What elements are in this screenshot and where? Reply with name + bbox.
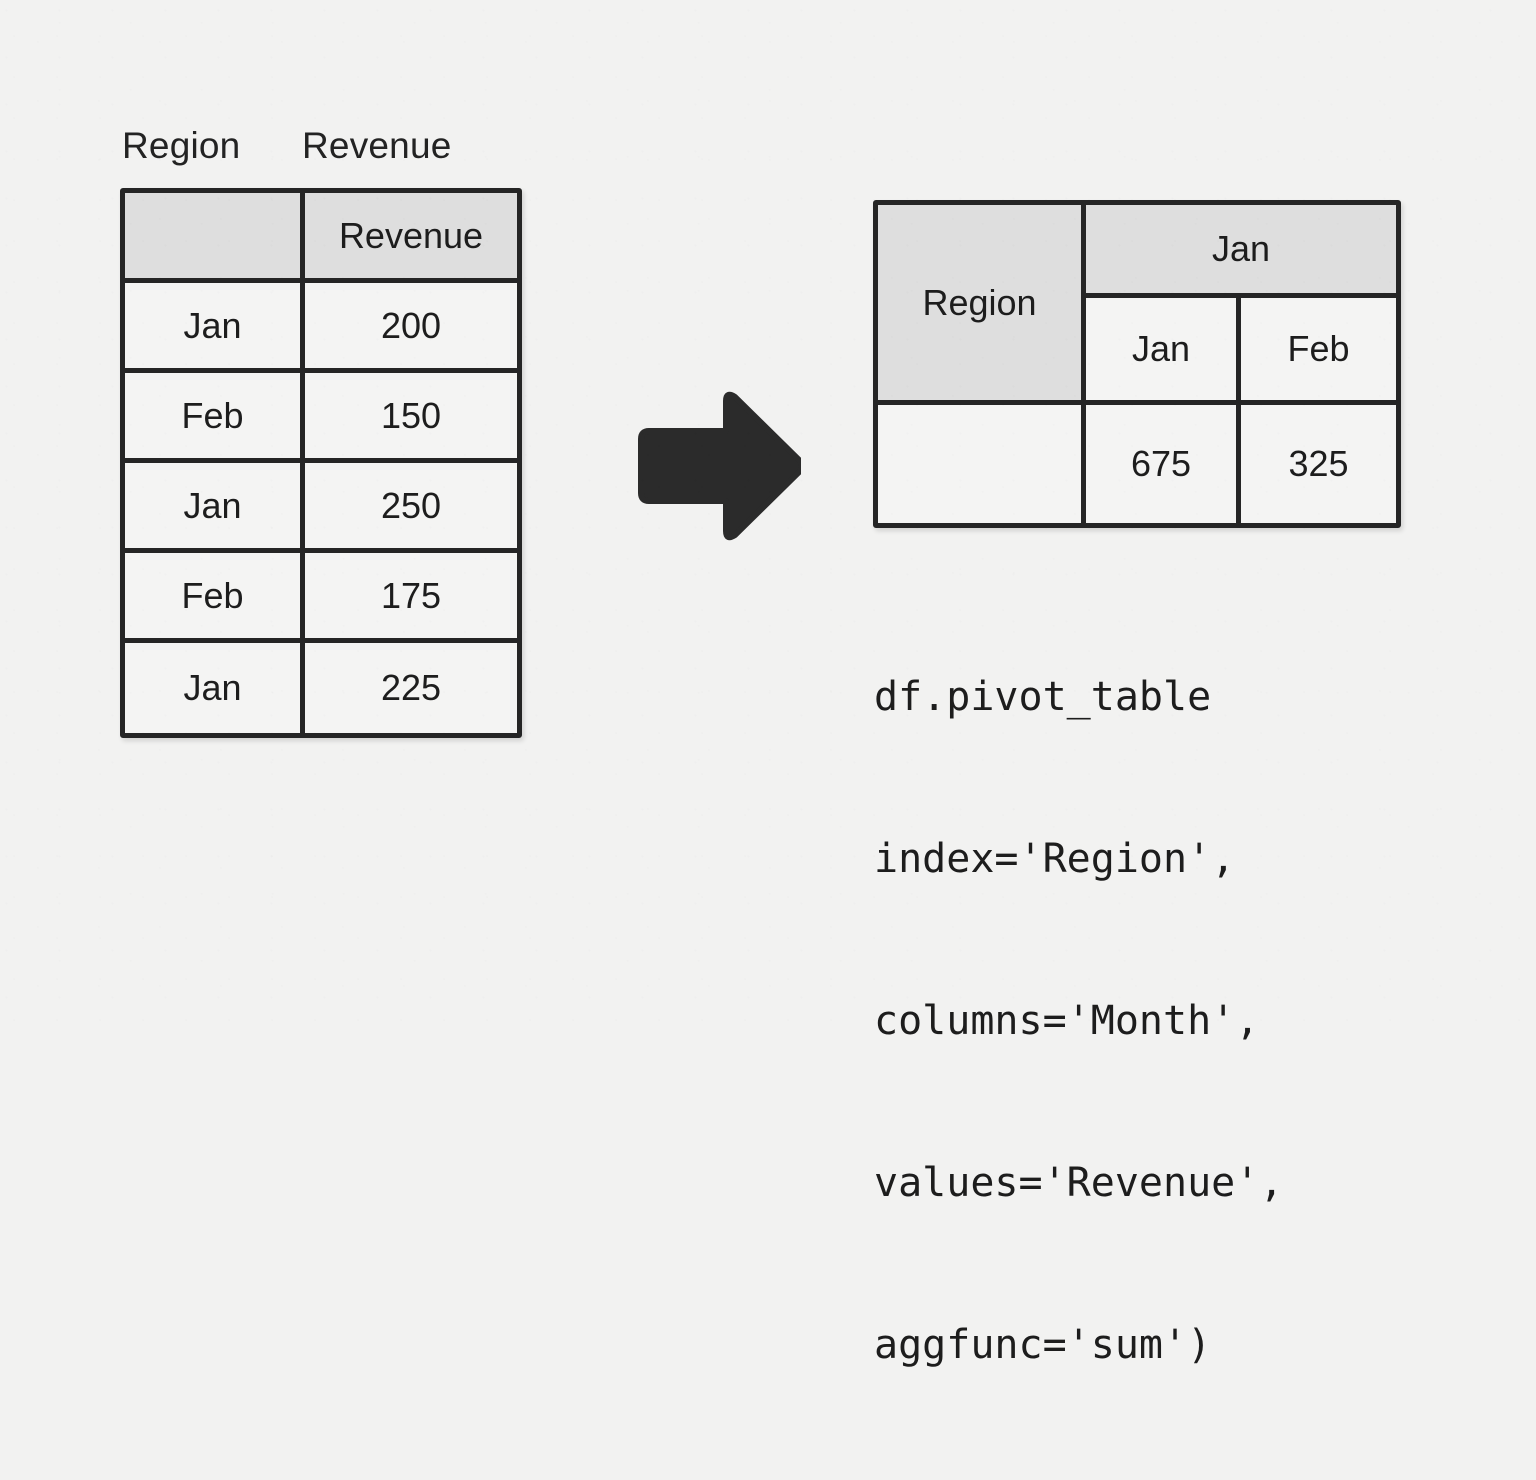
table-row: Jan 225 <box>125 643 517 733</box>
result-index-cell <box>878 405 1086 523</box>
result-pivot-block: Region Jan Jan Feb 675 325 <box>873 200 1401 528</box>
source-cell-revenue-0: 200 <box>305 283 517 373</box>
source-dataframe-block: Region Revenue Revenue Jan 200 Feb 150 J… <box>120 124 522 738</box>
source-column-label-revenue: Revenue <box>302 125 452 166</box>
diagram-canvas: Region Revenue Revenue Jan 200 Feb 150 J… <box>120 124 1401 1368</box>
result-subheader-feb: Feb <box>1241 298 1396 405</box>
result-index-label: Region <box>878 205 1086 405</box>
table-header-row: Revenue <box>125 193 517 283</box>
source-cell-region-2: Jan <box>125 463 305 553</box>
source-header-cell-revenue: Revenue <box>305 193 517 283</box>
source-cell-region-4: Jan <box>125 643 305 733</box>
code-line-1: df.pivot_table <box>874 674 1212 720</box>
result-subheader-jan: Jan <box>1086 298 1241 405</box>
source-cell-revenue-3: 175 <box>305 553 517 643</box>
arrow-right-icon <box>636 390 805 546</box>
table-row: Feb 175 <box>125 553 517 643</box>
code-snippet: df.pivot_table index='Region', columns='… <box>874 562 1283 1480</box>
table-row: 675 325 <box>878 405 1396 523</box>
code-line-4: values='Revenue', <box>874 1160 1284 1206</box>
source-table: Revenue Jan 200 Feb 150 Jan 250 Feb 175 <box>120 188 522 738</box>
result-value-jan: 675 <box>1086 405 1241 523</box>
source-cell-region-3: Feb <box>125 553 305 643</box>
table-row: Jan 200 <box>125 283 517 373</box>
source-column-label-region: Region <box>122 125 241 166</box>
code-line-5: aggfunc='sum') <box>874 1322 1212 1368</box>
table-row: Jan 250 <box>125 463 517 553</box>
source-cell-region-1: Feb <box>125 373 305 463</box>
source-cell-revenue-1: 150 <box>305 373 517 463</box>
table-subheader-row: Jan Feb <box>878 298 1396 405</box>
table-header-row: Region Jan <box>878 205 1396 405</box>
source-cell-region-0: Jan <box>125 283 305 373</box>
code-line-2: index='Region', <box>874 836 1236 882</box>
code-line-3: columns='Month', <box>874 998 1260 1044</box>
source-cell-revenue-2: 250 <box>305 463 517 553</box>
source-header-cell-blank <box>125 193 305 283</box>
table-row: Feb 150 <box>125 373 517 463</box>
result-table: Region Jan Jan Feb 675 325 <box>873 200 1401 528</box>
result-value-feb: 325 <box>1241 405 1396 523</box>
result-column-group-header: Jan <box>1086 205 1396 298</box>
source-cell-revenue-4: 225 <box>305 643 517 733</box>
source-column-labels: Region Revenue <box>120 124 522 168</box>
